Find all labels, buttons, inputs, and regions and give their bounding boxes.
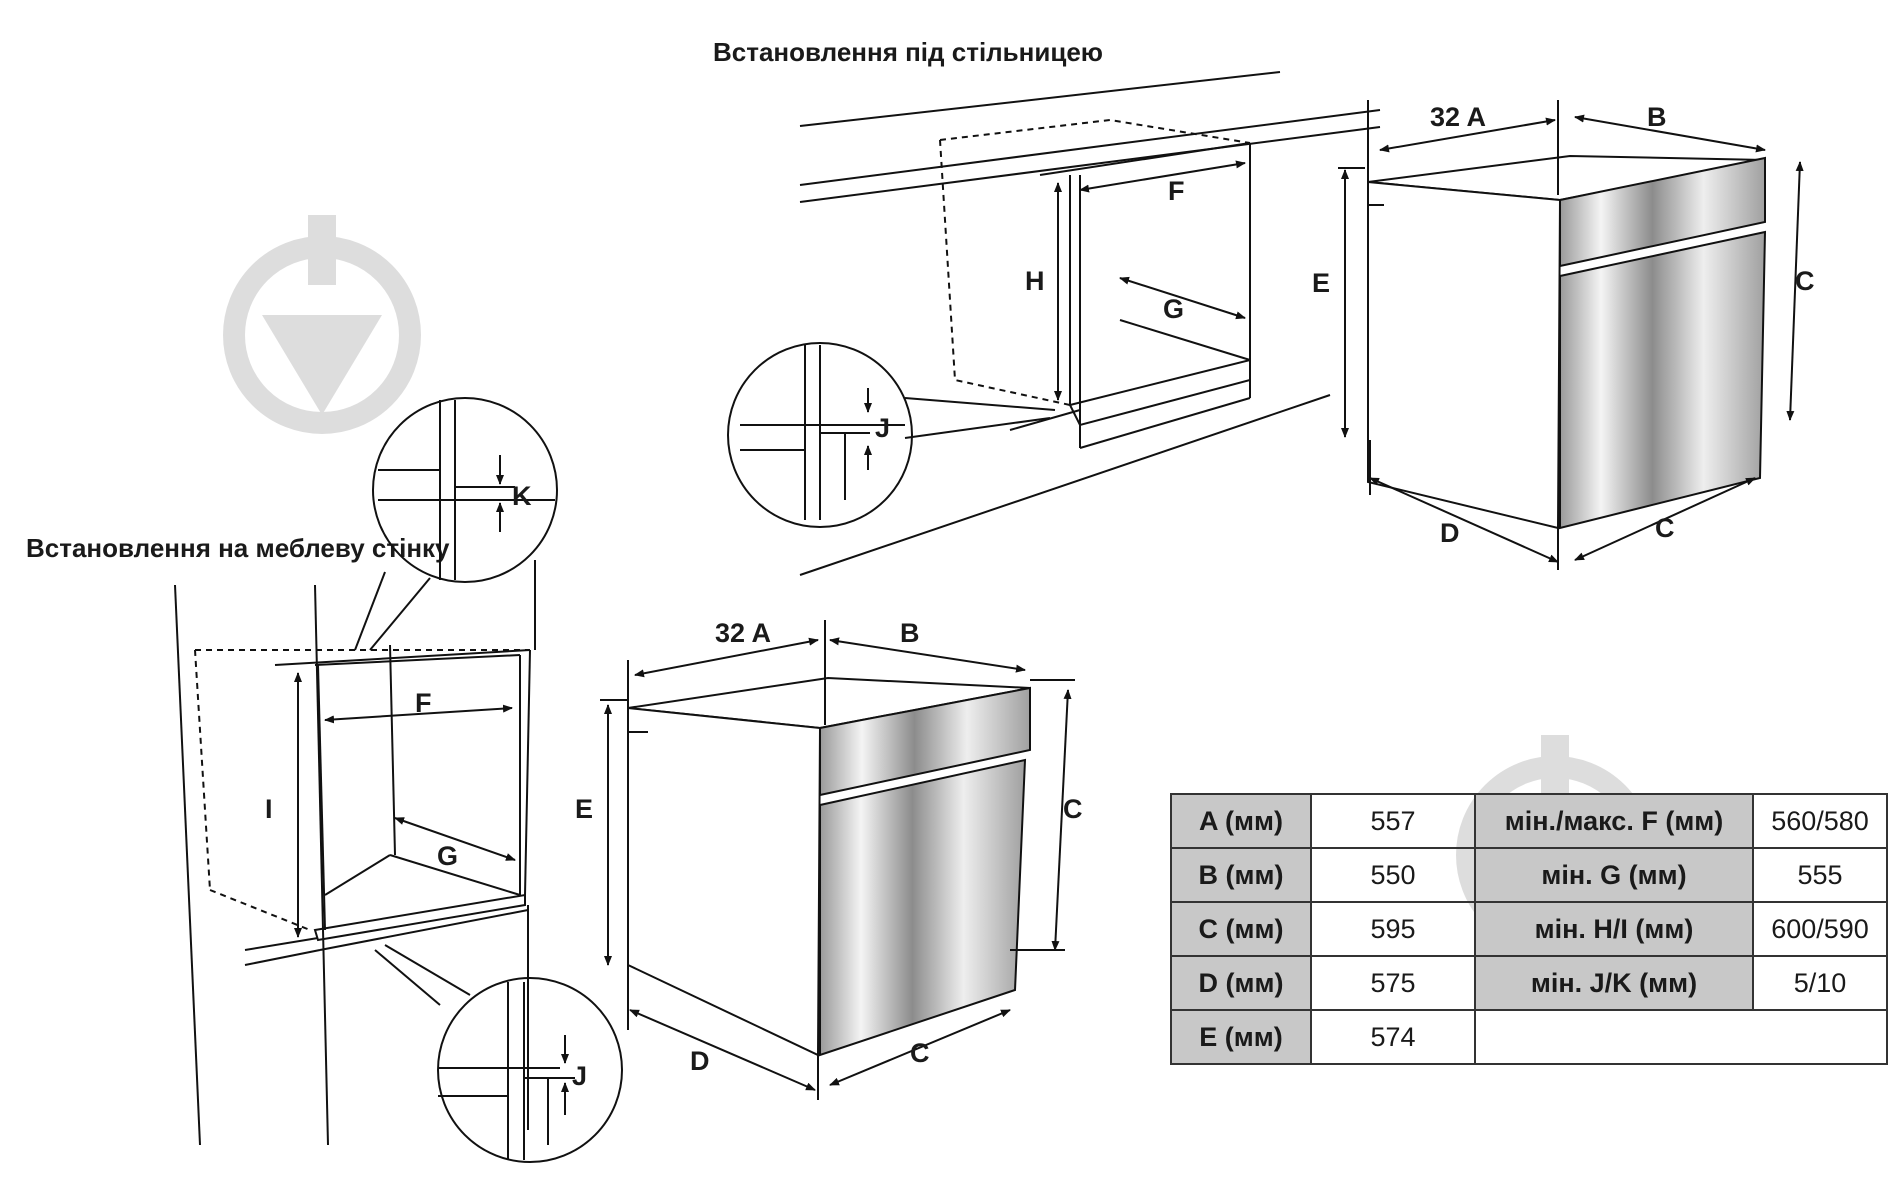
row-value-2: 600/590 — [1752, 901, 1888, 957]
label-f-top: F — [1168, 176, 1185, 206]
row-label-2: мін. J/K (мм) — [1474, 955, 1754, 1011]
oven-top-dimension-arrows — [1338, 100, 1804, 570]
table-row: D (мм) 575 мін. J/K (мм) 5/10 — [1170, 955, 1888, 1011]
label-d-top: D — [1440, 518, 1460, 548]
oven-bottom-dimension-arrows — [600, 620, 1075, 1100]
dimension-labels: 32 A B C E D C F H G J 32 A B E C D C F … — [265, 102, 1815, 1091]
dimensions-table: A (мм) 557 мін./макс. F (мм) 560/580 B (… — [1170, 793, 1888, 1065]
row-label-2: мін. H/I (мм) — [1474, 901, 1754, 957]
row-label-2: мін. G (мм) — [1474, 847, 1754, 903]
row-value-2: 5/10 — [1752, 955, 1888, 1011]
row-label: D (мм) — [1170, 955, 1312, 1011]
row-label-2: мін./макс. F (мм) — [1474, 793, 1754, 849]
label-c-top-bottom: C — [1655, 513, 1675, 543]
furniture-wall-cabinet — [174, 560, 536, 1146]
furniture-wall-dimension-arrows — [294, 672, 516, 938]
label-c-bottom: C — [910, 1038, 930, 1068]
label-g-top: G — [1163, 294, 1184, 324]
title-under-counter: Встановлення під стільницею — [713, 37, 1103, 67]
oven-top-right — [1367, 154, 1767, 530]
detail-circle-k — [354, 397, 558, 651]
row-value: 574 — [1310, 1009, 1476, 1065]
label-h-top: H — [1025, 266, 1045, 296]
table-row: B (мм) 550 мін. G (мм) 555 — [1170, 847, 1888, 903]
label-e-bottom: E — [575, 794, 593, 824]
row-label: E (мм) — [1170, 1009, 1312, 1065]
label-c-bottom-right: C — [1063, 794, 1083, 824]
detail-circle-j-bottom — [374, 944, 623, 1163]
label-j-top: J — [875, 413, 890, 443]
title-furniture-wall: Встановлення на меблеву стінку — [26, 533, 450, 563]
under-counter-cabinet — [799, 71, 1381, 576]
label-i-wall: I — [265, 794, 273, 824]
row-value: 595 — [1310, 901, 1476, 957]
empty-cell — [1474, 1009, 1888, 1065]
label-b-top: B — [1647, 102, 1667, 132]
table-row: E (мм) 574 — [1170, 1009, 1888, 1065]
row-value: 550 — [1310, 847, 1476, 903]
label-f-wall: F — [415, 688, 432, 718]
label-g-wall: G — [437, 841, 458, 871]
row-label: B (мм) — [1170, 847, 1312, 903]
watermark-logo-icon — [223, 215, 421, 434]
row-value-2: 555 — [1752, 847, 1888, 903]
label-d-bottom: D — [690, 1046, 710, 1076]
label-a-top: 32 A — [1430, 102, 1486, 132]
row-value: 557 — [1310, 793, 1476, 849]
label-a-bottom: 32 A — [715, 618, 771, 648]
label-b-bottom: B — [900, 618, 920, 648]
label-k-wall: K — [512, 481, 532, 511]
row-label: A (мм) — [1170, 793, 1312, 849]
oven-bottom-center — [627, 676, 1031, 1057]
row-value-2: 560/580 — [1752, 793, 1888, 849]
row-label: C (мм) — [1170, 901, 1312, 957]
label-j-wall: J — [572, 1061, 587, 1091]
detail-circle-j-top — [727, 342, 1056, 528]
table-row: C (мм) 595 мін. H/I (мм) 600/590 — [1170, 901, 1888, 957]
under-counter-dimension-arrows — [1054, 160, 1246, 401]
table-row: A (мм) 557 мін./макс. F (мм) 560/580 — [1170, 793, 1888, 849]
label-c-top-right: C — [1795, 266, 1815, 296]
label-e-top: E — [1312, 268, 1330, 298]
row-value: 575 — [1310, 955, 1476, 1011]
